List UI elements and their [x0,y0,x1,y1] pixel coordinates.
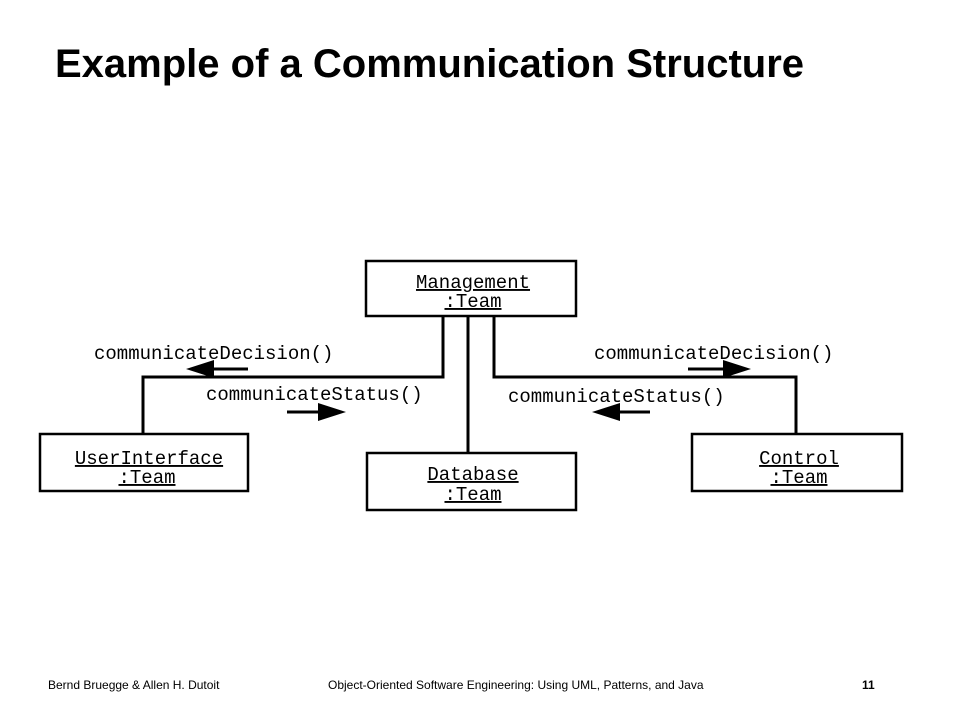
footer-authors: Bernd Bruegge & Allen H. Dutoit [48,678,220,692]
message-left-decision: communicateDecision() [94,343,333,365]
message-left-status: communicateStatus() [206,384,423,406]
link-management-control [492,316,798,434]
database-object-name: Database [427,464,518,486]
control-object: Control :Team [690,432,904,493]
control-object-name: Control [759,448,839,470]
arrow-left-status-icon [287,403,346,421]
management-object-class: :Team [444,291,501,313]
database-object: Database :Team [365,451,578,512]
arrow-right-status-icon [592,403,650,421]
management-object-name: Management [416,272,530,294]
slide-title: Example of a Communication Structure [55,42,805,86]
userinterface-object: UserInterface :Team [38,432,250,493]
link-management-userinterface [141,316,445,434]
userinterface-object-name: UserInterface [75,448,223,470]
database-object-class: :Team [444,484,501,506]
message-right-decision: communicateDecision() [594,343,833,365]
management-object: Management :Team [364,259,578,318]
arrow-left-decision-icon [186,360,248,378]
message-right-status: communicateStatus() [508,386,725,408]
userinterface-object-class: :Team [118,467,175,489]
page-number: 11 [862,678,875,692]
footer-book-title: Object-Oriented Software Engineering: Us… [328,678,704,692]
arrow-right-decision-icon [688,360,751,378]
control-object-class: :Team [770,467,827,489]
